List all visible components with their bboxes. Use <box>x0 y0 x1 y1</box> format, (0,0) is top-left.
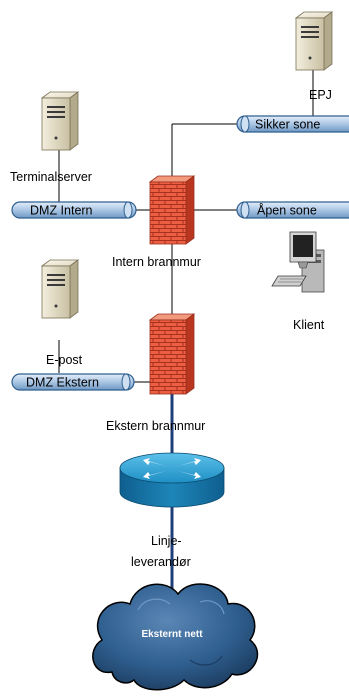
dmz-external-label: DMZ Ekstern <box>26 376 99 390</box>
isp-label-line1: Linje- <box>151 534 182 548</box>
dmz-internal-label: DMZ Intern <box>30 204 93 218</box>
secure-zone-label: Sikker sone <box>255 118 320 132</box>
internal-firewall-icon <box>148 175 196 245</box>
open-zone-label: Åpen sone <box>257 203 317 218</box>
external-network-cloud-icon: Eksternt nett <box>92 583 259 691</box>
segment-dmz-external: DMZ Ekstern <box>11 373 135 391</box>
client-label: Klient <box>293 318 325 332</box>
client-computer-icon <box>271 231 325 293</box>
internal-firewall-label: Intern brannmur <box>112 255 201 269</box>
connections <box>58 70 314 383</box>
epj-server-icon <box>294 11 334 71</box>
email-server-icon <box>40 259 80 319</box>
external-firewall-icon <box>148 313 196 395</box>
email-label: E-post <box>46 353 83 367</box>
segment-secure-zone: Sikker sone <box>236 115 349 133</box>
terminal-server-label: Terminalserver <box>10 170 92 184</box>
segment-dmz-internal: DMZ Intern <box>11 201 137 219</box>
isp-label-line2: leverandør <box>131 555 191 569</box>
external-net-label: Eksternt nett <box>141 629 203 640</box>
external-firewall-label: Ekstern brannmur <box>106 419 205 433</box>
terminal-server-icon <box>40 91 80 151</box>
segment-open-zone: Åpen sone <box>236 201 349 219</box>
router-icon <box>119 452 225 508</box>
epj-label: EPJ <box>309 88 332 102</box>
